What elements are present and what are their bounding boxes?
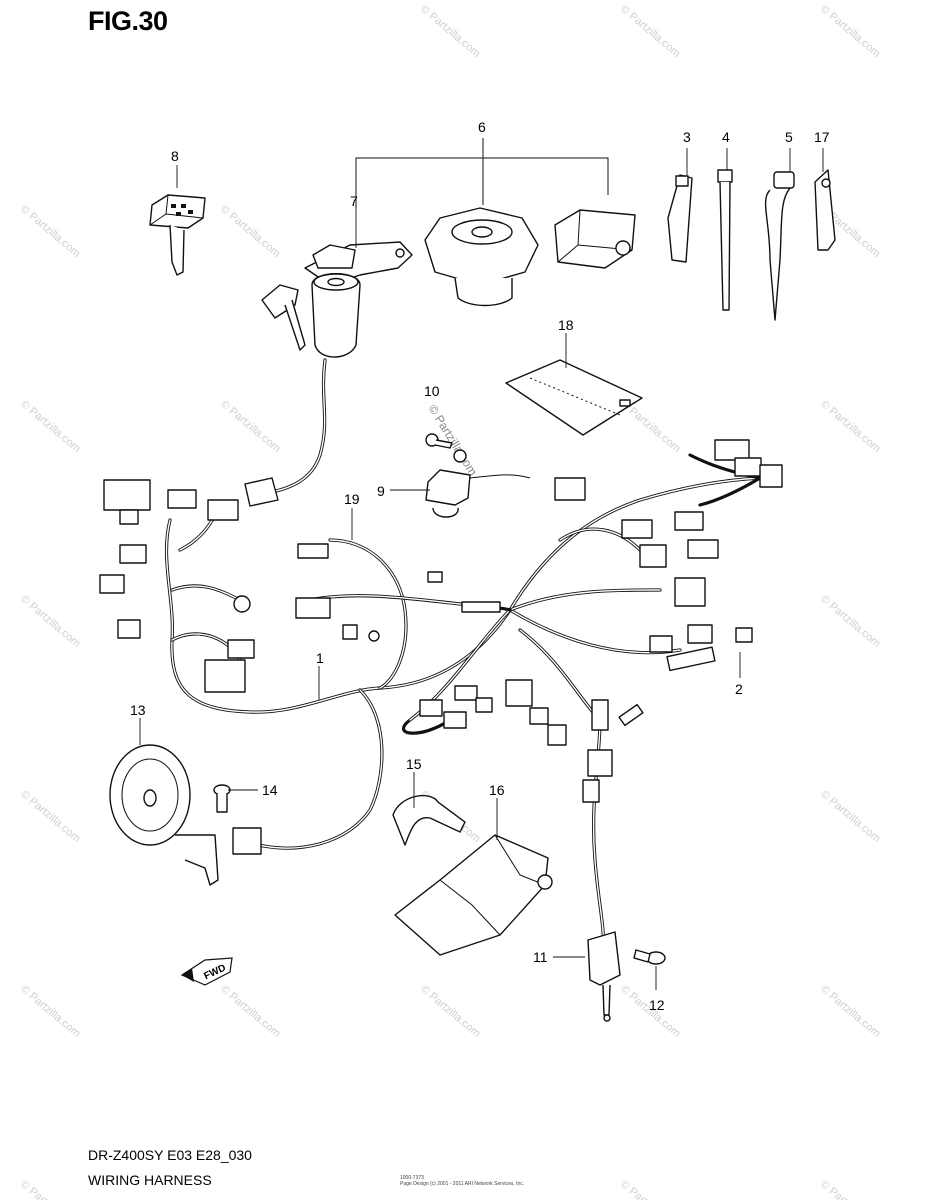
part-clamp-17: [814, 169, 836, 251]
callout-2: 2: [735, 681, 743, 697]
part-ignition-switch: [244, 241, 413, 507]
callout-11: 11: [533, 949, 548, 965]
callout-17: 17: [814, 129, 830, 145]
part-switch-11: [587, 931, 621, 1022]
part-tie-4: [717, 169, 733, 311]
part-horn: [109, 744, 219, 886]
leader-lines: [139, 148, 824, 990]
copyright-notice: 1000-7373 Page Design (c) 2001 - 2011 AR…: [400, 1175, 560, 1187]
watermark: © Partzilla.com: [818, 398, 882, 455]
part-tie-5: [764, 171, 795, 321]
callout-4: 4: [722, 129, 730, 145]
watermark: © Partzilla.com: [218, 983, 282, 1040]
watermark: © Partzilla.com: [18, 203, 82, 260]
part-fuel-cap: [355, 138, 609, 307]
callout-7: 7: [350, 193, 358, 209]
arrow-fwd-icon: FWD: [180, 957, 233, 986]
watermark: © Partzilla.com: [18, 788, 82, 845]
callout-18: 18: [558, 317, 574, 333]
callout-labels: 8 7 6 3 4 5 17 18 10 9 19 1 2 13 14 15 1…: [130, 119, 830, 1013]
watermark: © Partzilla.com: [818, 3, 882, 60]
part-clamp-15: [392, 794, 466, 846]
watermark: © Partzilla.com: [618, 3, 682, 60]
callout-9: 9: [377, 483, 385, 499]
part-switch-9: [425, 449, 531, 518]
watermark: © Partzilla.com: [18, 398, 82, 455]
copyright-line-2: Page Design (c) 2001 - 2011 ARI Network …: [400, 1181, 525, 1187]
watermark: © Partzilla.com: [418, 3, 482, 60]
copyright-line-1: 1000-7373: [400, 1175, 424, 1181]
model-code: DR-Z400SY E03 E28_030: [88, 1147, 252, 1163]
callout-19: 19: [344, 491, 360, 507]
callout-12: 12: [649, 997, 665, 1013]
part-label-18: [505, 359, 643, 436]
callout-15: 15: [406, 756, 422, 772]
part-bracket-16: [394, 834, 553, 956]
diagram-title: WIRING HARNESS: [88, 1172, 212, 1188]
harness-connectors: [99, 439, 783, 855]
watermark: © Partzilla.com: [218, 398, 282, 455]
watermark: © Partzilla.com: [18, 1178, 82, 1200]
watermark: © Partzilla.com: [818, 983, 882, 1040]
watermark: © Partzilla.com: [18, 983, 82, 1040]
part-screw-10: [425, 433, 453, 449]
watermark: © Partzilla.com: [818, 1178, 882, 1200]
figure-title: FIG.30: [88, 6, 168, 36]
callout-6: 6: [478, 119, 486, 135]
part-screw-12: [633, 949, 666, 965]
callout-16: 16: [489, 782, 505, 798]
callout-8: 8: [171, 148, 179, 164]
callout-14: 14: [262, 782, 278, 798]
watermark: © Partzilla.com: [618, 1178, 682, 1200]
part-key: [149, 194, 206, 276]
callout-10: 10: [424, 383, 440, 399]
part-bolt-14: [213, 784, 231, 813]
watermark: © Partzilla.com: [818, 788, 882, 845]
part-clamp-3: [667, 174, 693, 263]
watermark: © Partzilla.com: [218, 203, 282, 260]
part-lock-cylinder: [554, 209, 636, 269]
callout-5: 5: [785, 129, 793, 145]
watermark: © Partzilla.com: [818, 593, 882, 650]
watermark: © Partzilla.com: [418, 983, 482, 1040]
callout-1: 1: [316, 650, 324, 666]
callout-13: 13: [130, 702, 146, 718]
callout-3: 3: [683, 129, 691, 145]
watermark: © Partzilla.com: [18, 593, 82, 650]
